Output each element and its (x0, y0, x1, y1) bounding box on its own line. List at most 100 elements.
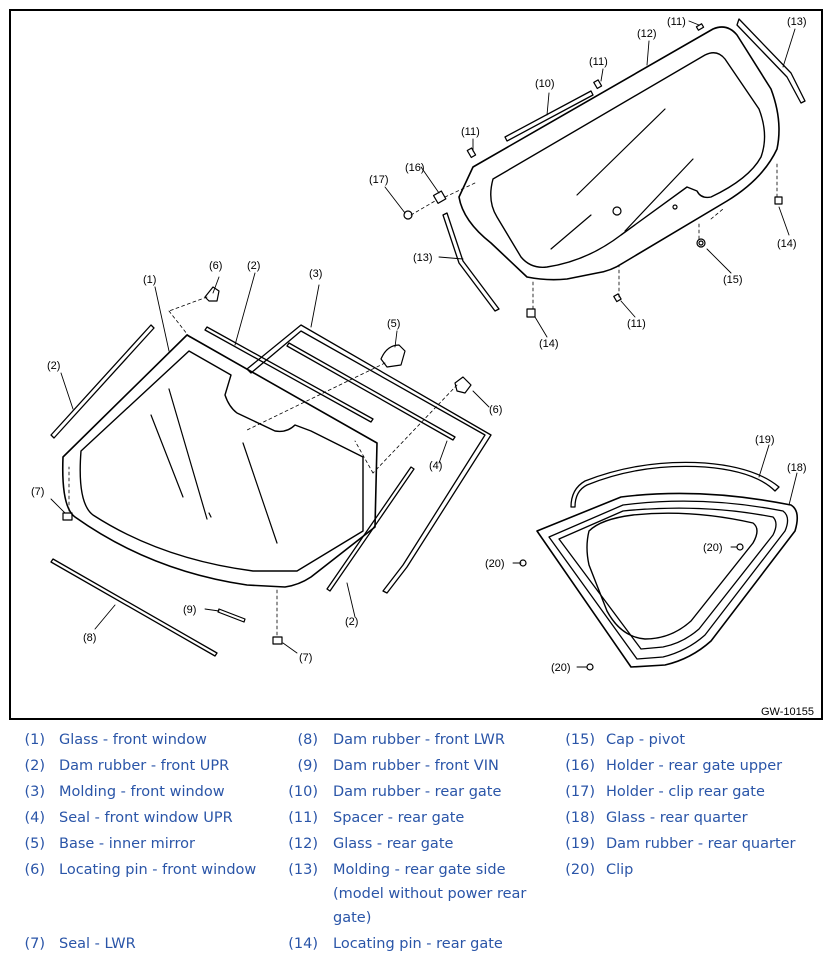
callout-7: (7) (299, 652, 312, 664)
legend-number: (19) (565, 836, 595, 852)
callout-20: (20) (551, 662, 571, 674)
callout-8: (8) (83, 632, 96, 644)
front-vin-dam-rubber (217, 608, 246, 623)
legend-text: Base - inner mirror (59, 836, 195, 852)
legend-number: (1) (24, 732, 45, 748)
front-dam-rubbers (50, 324, 415, 592)
legend-text: Dam rubber - front LWR (333, 732, 505, 748)
front-small-parts (62, 286, 472, 645)
callout-13: (13) (787, 16, 807, 28)
legend-item: (13) Molding - rear gate side (0, 858, 505, 882)
callout-labels: (1) (2) (2) (2) (3) (4) (5) (6) (6) (7) … (31, 16, 814, 718)
legend-text: Spacer - rear gate (333, 810, 465, 826)
rear-gate-dam-rubber (504, 90, 594, 142)
callout-11: (11) (461, 126, 480, 138)
callout-12: (12) (637, 28, 657, 40)
legend-text: Holder - rear gate upper (606, 758, 783, 774)
callout-5: (5) (387, 318, 400, 330)
legend-number: (11) (288, 810, 318, 826)
rear-gate-side-molding-right (736, 18, 806, 104)
legend-number: (9) (297, 758, 318, 774)
legend-number: (20) (565, 862, 595, 878)
legend-text: Dam rubber - front VIN (333, 758, 499, 774)
callout-6: (6) (209, 260, 222, 272)
rear-gate-small-parts (403, 23, 783, 318)
legend-item: (1) Glass - front window (0, 728, 206, 752)
legend-item: (17) Holder - clip rear gate (0, 780, 765, 804)
legend-item: (4)Seal - front window UPR (0, 806, 232, 830)
legend-number: (16) (565, 758, 595, 774)
legend-number: (3) (24, 784, 45, 800)
front-window-molding (246, 324, 492, 594)
rear-quarter-dam-rubber (570, 461, 780, 508)
callout-11: (11) (589, 56, 608, 68)
legend-text: (model without power rear (333, 886, 527, 902)
legend-item: (8) Dam rubber - front LWR (0, 728, 505, 752)
callout-13: (13) (413, 252, 433, 264)
front-leader-dashes (68, 296, 458, 636)
legend-number: (18) (565, 810, 595, 826)
rear-gate-glass (458, 26, 780, 281)
callout-9: (9) (183, 604, 196, 616)
legend-text: Dam rubber - rear quarter (606, 836, 796, 852)
rear-quarter-glass (536, 492, 799, 668)
legend-number: (6) (24, 862, 45, 878)
legend-item: (3)Molding - front window (0, 780, 224, 804)
front-lower-dam-rubber (50, 558, 218, 657)
callout-17: (17) (369, 174, 389, 186)
legend-number: (12) (288, 836, 318, 852)
rear-gate-side-molding-left (442, 212, 500, 312)
legend-text: Molding - rear gate side (333, 862, 506, 878)
parts-diagram: (1) (2) (2) (2) (3) (4) (5) (6) (6) (7) … (9, 9, 823, 720)
legend-number: (15) (565, 732, 595, 748)
legend-item: (18)Glass - rear quarter (0, 806, 747, 830)
legend-text: Holder - clip rear gate (606, 784, 765, 800)
callout-14: (14) (539, 338, 559, 350)
legend-text: Glass - front window (59, 732, 207, 748)
callout-11: (11) (627, 318, 646, 330)
callout-3: (3) (309, 268, 322, 280)
legend-number: (2) (24, 758, 45, 774)
legend-text: Locating pin - front window (59, 862, 257, 878)
callout-18: (18) (787, 462, 807, 474)
legend-text: Clip (606, 862, 634, 878)
figure-id: GW-10155 (761, 706, 814, 718)
legend-item: (19) Dam rubber - rear quarter (0, 832, 795, 856)
legend-item: (6) Locating pin - front window (0, 858, 256, 882)
callout-14: (14) (777, 238, 797, 250)
callout-19: (19) (755, 434, 775, 446)
callout-2: (2) (247, 260, 260, 272)
legend-item: (5) Base - inner mirror (0, 832, 195, 856)
callout-2: (2) (47, 360, 60, 372)
callout-20: (20) (703, 542, 723, 554)
legend-number: (10) (288, 784, 318, 800)
callout-1: (1) (143, 274, 156, 286)
legend-text: Cap - pivot (606, 732, 686, 748)
callout-10: (10) (535, 78, 555, 90)
front-window-glass (61, 334, 378, 588)
legend-item: (20) Clip (0, 858, 633, 882)
callout-16: (16) (405, 162, 425, 174)
legend-number: (8) (297, 732, 318, 748)
legend-item: (12) Glass - rear gate (0, 832, 453, 856)
legend-number: (17) (565, 784, 595, 800)
legend-item: (15) Cap - pivot (0, 728, 685, 752)
legend-number: (13) (288, 862, 318, 878)
parts-legend: (1) Glass - front window (2) Dam rubber - … (0, 728, 833, 963)
front-window-upper-seal (286, 342, 456, 441)
legend-item: (14)Locating pin - rear gate (0, 932, 503, 956)
legend-item: (9) Dam rubber - front VIN (0, 754, 498, 778)
legend-text: Glass - rear gate (333, 836, 454, 852)
legend-item-continued: (model without power rear (0, 882, 526, 906)
legend-item: (7)Seal - LWR (0, 932, 135, 956)
legend-text: Seal - LWR (59, 936, 136, 952)
callout-11: (11) (667, 16, 686, 28)
callout-15: (15) (723, 274, 743, 286)
legend-text: Dam rubber - front UPR (59, 758, 230, 774)
legend-text: Locating pin - rear gate (333, 936, 503, 952)
legend-item: (2) Dam rubber - front UPR (0, 754, 229, 778)
callout-2: (2) (345, 616, 358, 628)
callout-leaders (50, 20, 798, 668)
legend-number: (5) (24, 836, 45, 852)
legend-item-continued: gate) (0, 906, 371, 930)
